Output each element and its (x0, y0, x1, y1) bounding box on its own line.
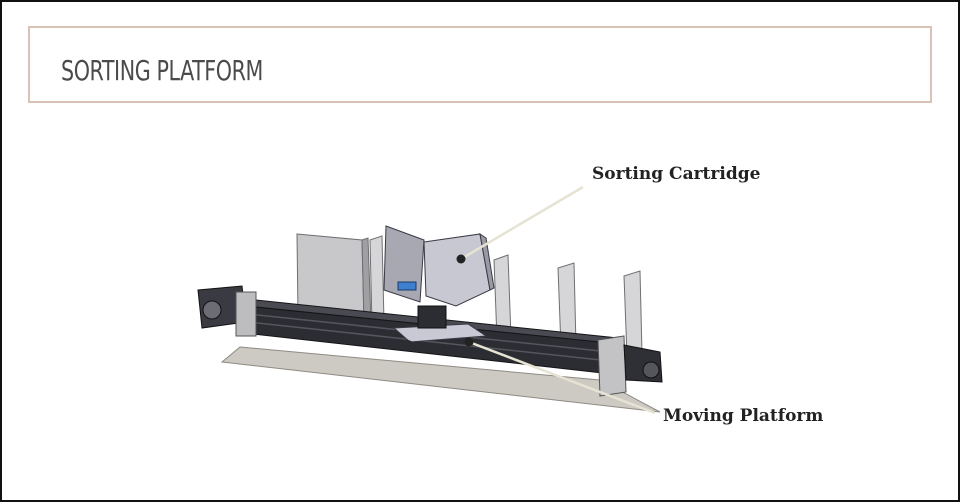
cartridge-leader-dot (456, 254, 466, 264)
sorting-cartridge-label: Sorting Cartridge (592, 164, 761, 184)
back-panel-edge (361, 237, 372, 323)
sorting-cartridge-back (383, 225, 425, 303)
base-plate (220, 346, 661, 413)
platform-leader-line (468, 340, 656, 415)
divider-slat-1 (369, 235, 385, 325)
page-title: SORTING PLATFORM (61, 54, 263, 87)
sorting-cartridge-front (423, 233, 491, 307)
title-box: SORTING PLATFORM (28, 26, 932, 103)
divider-slat-4 (623, 270, 643, 357)
moving-platform-label: Moving Platform (663, 406, 824, 426)
platform-leader-dot (464, 337, 474, 347)
right-end-block (597, 335, 627, 397)
sorting-cartridge-side (479, 232, 495, 291)
cartridge-leader-line (460, 185, 584, 261)
